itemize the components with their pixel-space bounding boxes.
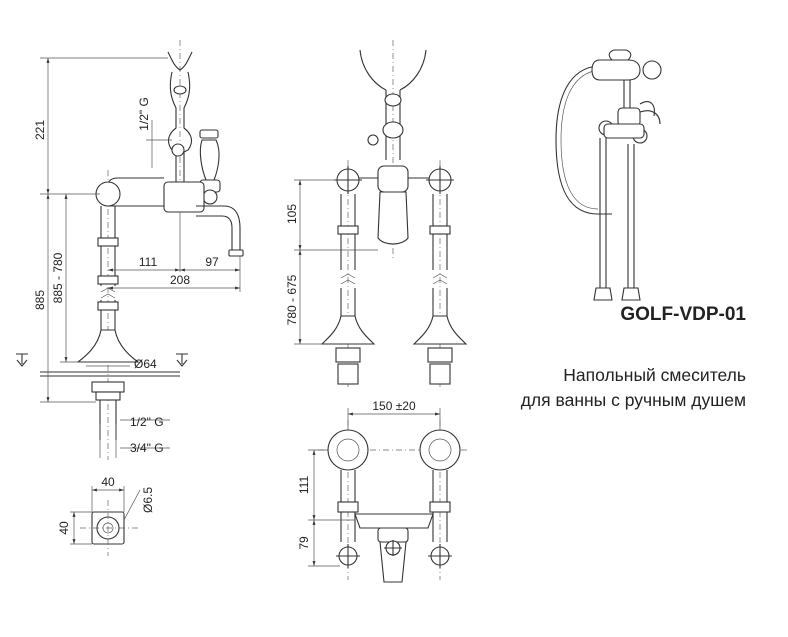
dim-foot-hole: Ø6.5	[141, 487, 155, 513]
dim-height-top: 221	[33, 120, 47, 140]
dim-foot-width: 40	[101, 475, 115, 489]
dim-front-height-a: 105	[285, 204, 299, 224]
plan-view: 150 ±20 111 79	[297, 399, 470, 583]
dim-front-height-range: 780 - 675	[285, 274, 299, 325]
dim-foot-depth: 40	[57, 521, 71, 535]
description-line-2: для ванны с ручным душем	[521, 390, 746, 410]
dim-plan-depth-a: 111	[297, 476, 311, 495]
dim-height-total: 885	[33, 290, 47, 310]
dim-plan-depth-b: 79	[297, 536, 311, 550]
dim-spout-b: 97	[205, 255, 219, 269]
dim-plan-spacing: 150 ±20	[372, 399, 416, 413]
side-view: 221 1/2" G 885 885 - 780 111 97 208 Ø64 …	[16, 40, 244, 460]
dim-thread-top: 1/2" G	[137, 97, 151, 131]
model-name: GOLF-VDP-01	[620, 304, 746, 325]
front-view: 105 780 - 675	[285, 40, 468, 390]
foot-detail: 40 40 Ø6.5	[57, 475, 155, 556]
dim-height-range: 885 - 780	[51, 252, 65, 303]
dim-spout-a: 111	[139, 255, 158, 269]
dim-thread-inlet: 1/2" G	[130, 415, 164, 429]
dim-spout-total: 208	[170, 273, 190, 287]
dim-base-diameter: Ø64	[134, 357, 157, 371]
dim-thread-outlet: 3/4" G	[130, 441, 164, 455]
description-line-1: Напольный смеситель	[563, 365, 746, 385]
product-illustration	[555, 49, 662, 301]
